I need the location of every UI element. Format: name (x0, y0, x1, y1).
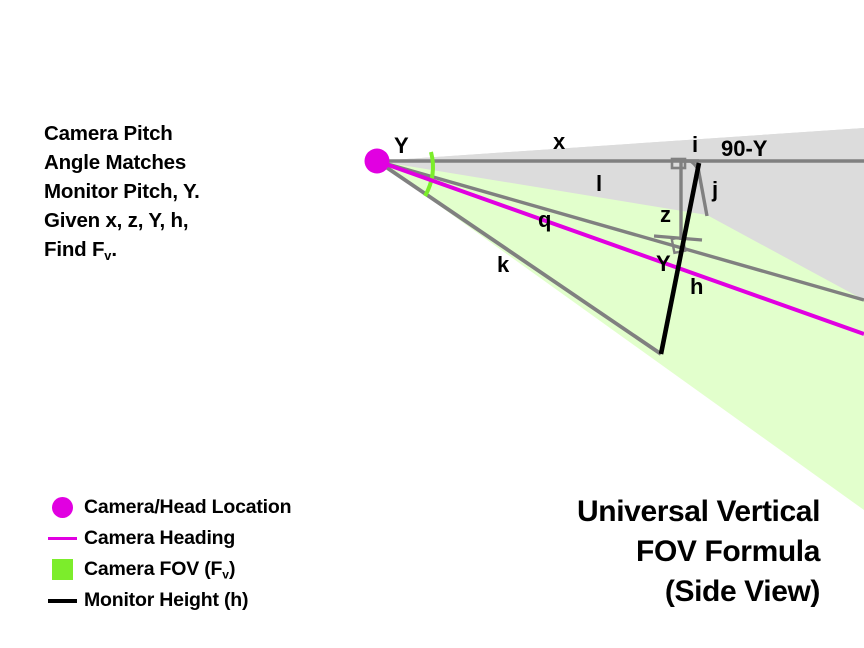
figure-title-line-1: Universal Vertical (577, 495, 820, 528)
legend-fov-subscript: v (222, 567, 229, 582)
figure-title-line-2: FOV Formula (636, 535, 820, 568)
segment-l-line (376, 159, 864, 302)
label-camera-angle-Y: Y (394, 133, 409, 158)
green-swatch-icon (40, 559, 84, 580)
legend: Camera/Head Location Camera Heading Came… (40, 492, 370, 616)
legend-label-camera-heading: Camera Heading (84, 527, 236, 549)
problem-line-4: Given x, z, Y, h, (44, 209, 189, 232)
problem-line-5-suffix: . (111, 238, 117, 261)
legend-item-camera-heading: Camera Heading (40, 523, 370, 554)
camera-location-marker (364, 148, 390, 174)
problem-line-5: Find Fv. (44, 235, 344, 270)
problem-line-5-subscript: v (104, 247, 112, 263)
problem-statement: Camera Pitch Angle Matches Monitor Pitch… (44, 119, 344, 270)
black-line-icon (40, 598, 84, 603)
magenta-dot-icon (40, 497, 84, 518)
fov-cone-fill (377, 161, 864, 510)
label-segment-k: k (497, 252, 510, 277)
figure-title: Universal Vertical FOV Formula (Side Vie… (420, 492, 820, 612)
legend-item-monitor-height: Monitor Height (h) (40, 585, 370, 616)
legend-label-camera-fov: Camera FOV (Fv) (84, 557, 236, 582)
problem-line-3: Monitor Pitch, Y. (44, 180, 200, 203)
legend-label-monitor-height: Monitor Height (h) (84, 589, 249, 611)
label-segment-l: l (596, 171, 603, 196)
magenta-line-icon (40, 537, 84, 540)
upper-gray-region-overlay (377, 128, 864, 300)
label-vertex-j: j (712, 177, 719, 202)
legend-fov-prefix: Camera FOV (F (84, 557, 223, 580)
problem-line-1: Camera Pitch (44, 122, 173, 145)
legend-item-camera-location: Camera/Head Location (40, 492, 370, 523)
label-segment-z: z (660, 202, 671, 227)
problem-line-2: Angle Matches (44, 151, 187, 174)
right-angle-marker-i (670, 157, 687, 170)
legend-fov-suffix: ) (229, 557, 236, 580)
monitor-height-line (658, 162, 702, 355)
label-segment-x: x (553, 129, 566, 154)
problem-line-5-prefix: Find F (44, 238, 105, 261)
fov-angle-arc (423, 151, 435, 197)
label-segment-q: q (538, 207, 552, 232)
legend-label-camera-location: Camera/Head Location (84, 496, 292, 518)
camera-heading-line (376, 159, 864, 336)
label-vertex-i: i (692, 132, 699, 157)
label-segment-h: h (690, 274, 704, 299)
figure-title-line-3: (Side View) (664, 575, 820, 608)
label-monitor-angle-Y: Y (656, 251, 671, 276)
legend-item-camera-fov: Camera FOV (Fv) (40, 554, 370, 585)
label-angle-90-minus-Y: 90-Y (721, 136, 768, 161)
